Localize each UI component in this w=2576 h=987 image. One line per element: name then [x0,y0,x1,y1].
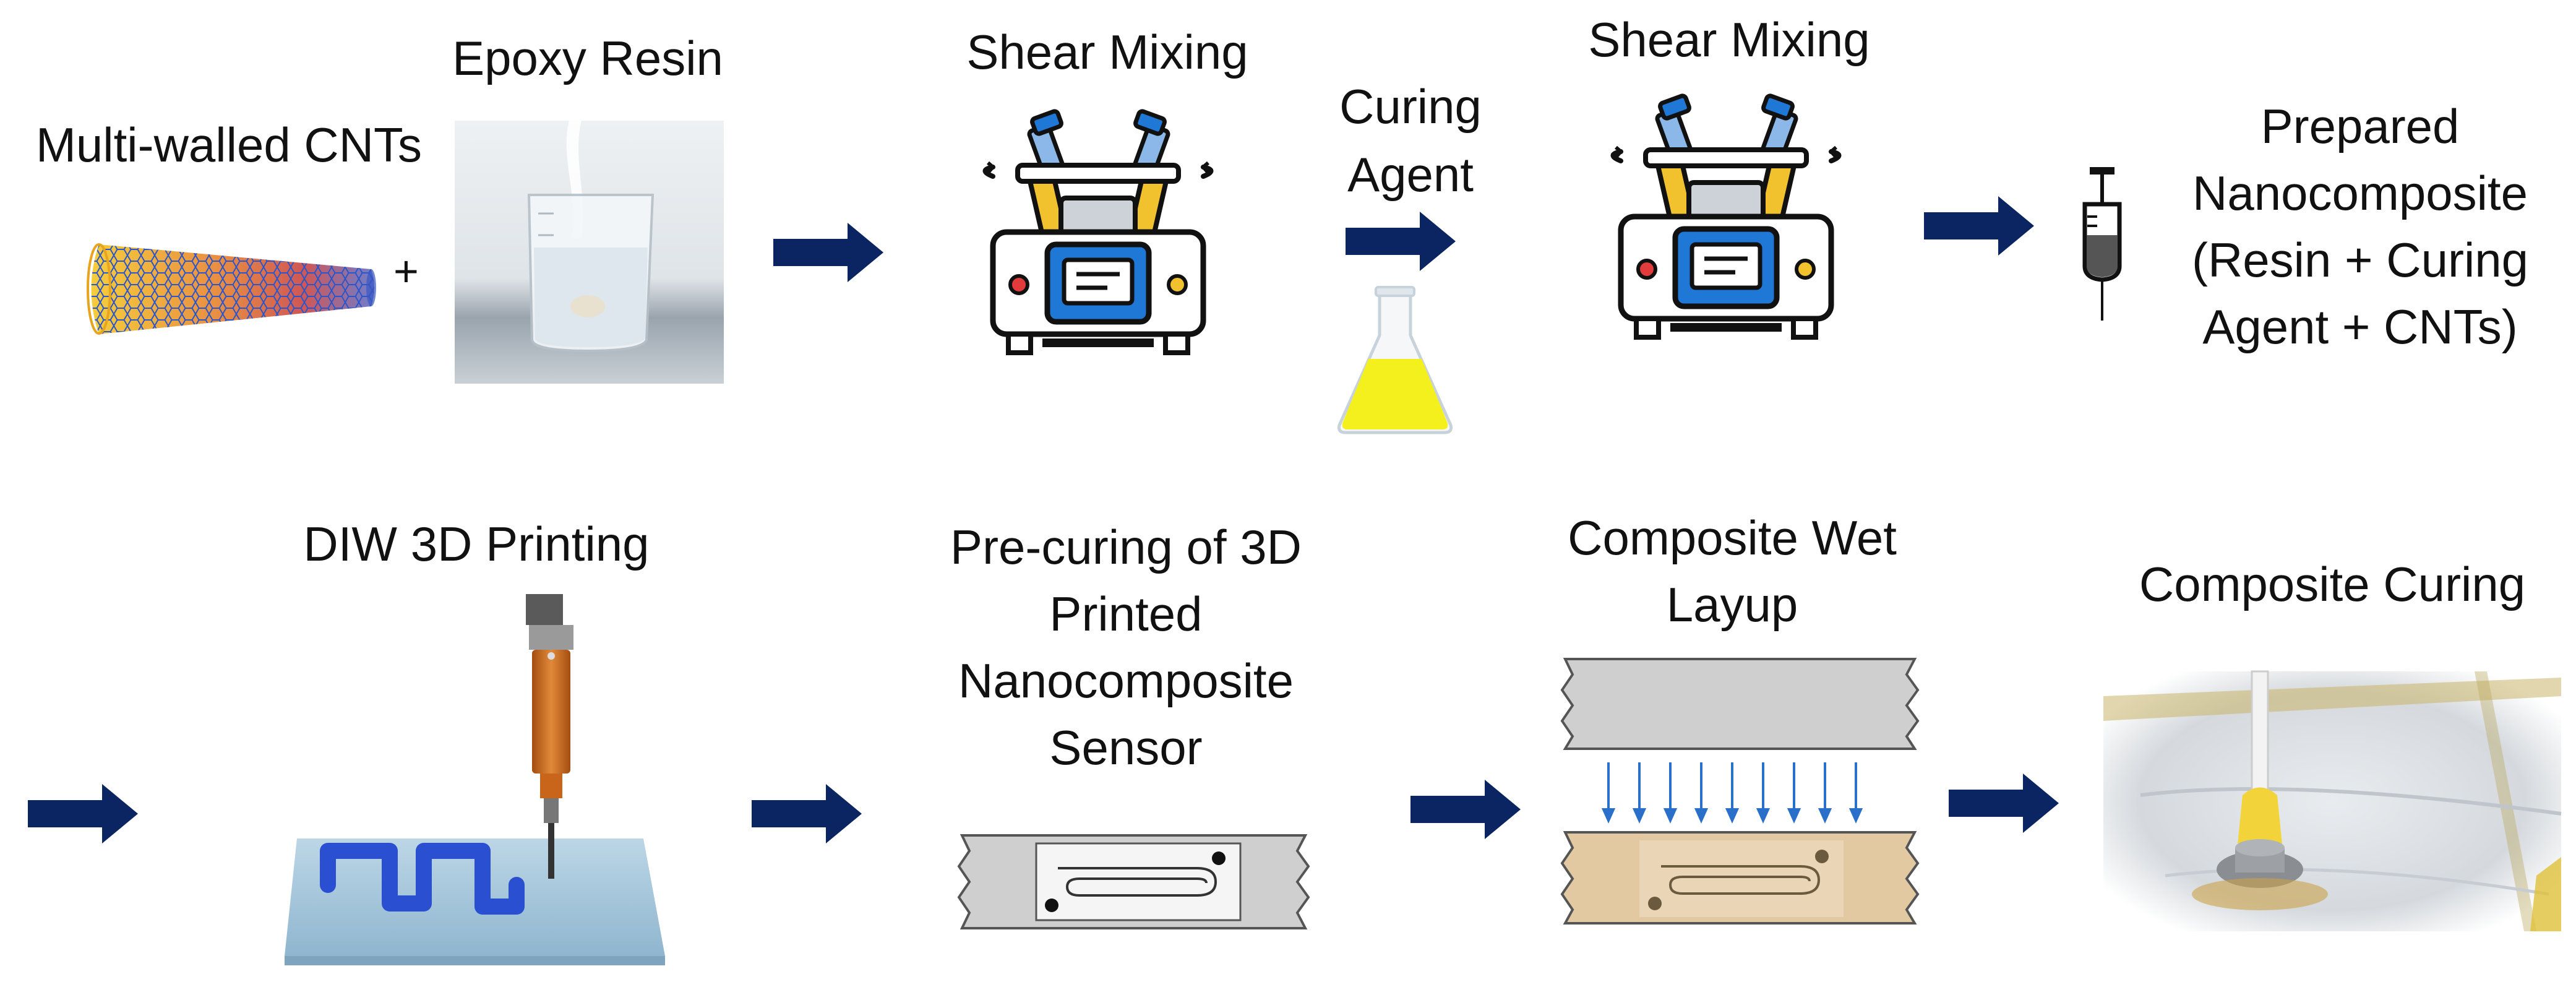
label-prepared-line2: Nanocomposite [2192,166,2528,220]
syringe-icon [2082,167,2122,321]
plus-sign: + [393,247,419,295]
label-prepared-line1: Prepared [2260,99,2460,153]
label-precure-line4: Sensor [1049,720,1203,775]
arrow-layup-to-curing [1949,774,2059,833]
label-prepared-line3: (Resin + Curing [2191,233,2529,287]
carbon-nanotube-icon [87,243,376,335]
arrow-epoxy-to-shear-mixing [773,223,883,282]
label-layup-line1: Composite Wet [1568,511,1897,565]
label-layup-line2: Layup [1666,577,1798,632]
shear-mixer-icon [982,109,1214,355]
label-epoxy-resin: Epoxy Resin [452,31,723,85]
arrow-curing-agent-into-mix [1346,212,1456,271]
arrow-precure-to-layup [1410,780,1521,839]
wet-layup-icon [1560,658,1920,925]
label-precure-line3: Nanocomposite [958,653,1294,708]
label-curing-agent-line2: Agent [1347,147,1474,202]
shear-mixer-icon [1610,93,1842,340]
sensor-strip-icon [957,834,1310,929]
arrow-shear-mixing-to-prepared [1924,196,2034,256]
resin-beaker-photo [455,121,724,384]
label-curing-agent-line1: Curing [1339,79,1482,134]
label-multi-walled-cnts: Multi-walled CNTs [35,118,423,172]
label-shear-mixing-2: Shear Mixing [1588,12,1870,67]
label-diw-3d-printing: DIW 3D Printing [303,517,650,571]
label-prepared-line4: Agent + CNTs) [2202,300,2518,354]
label-precure-line1: Pre-curing of 3D [950,520,1302,574]
arrow-row-continuation [28,784,138,843]
diw-printer-icon [285,594,665,965]
flask-icon [1337,286,1453,434]
label-shear-mixing-1: Shear Mixing [966,25,1248,79]
label-precure-line2: Printed [1049,587,1203,641]
label-composite-curing: Composite Curing [2139,557,2526,611]
curing-photo [2103,670,2562,931]
arrow-printing-to-precure [752,784,862,843]
